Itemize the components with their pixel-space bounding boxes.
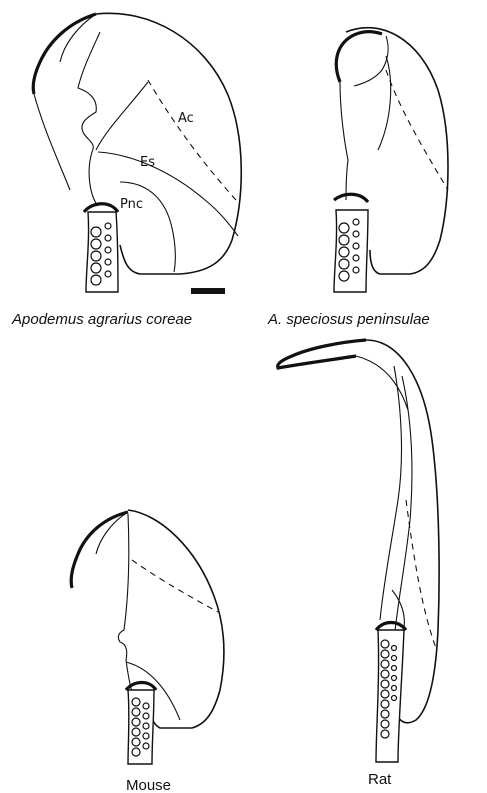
caption-mouse: Mouse xyxy=(126,777,171,793)
agrarius-hook-tip xyxy=(34,94,70,190)
speciosus-acrosome-boundary xyxy=(386,70,448,190)
agrarius-pnc-boundary xyxy=(120,182,175,272)
mouse-midpiece xyxy=(126,683,156,765)
scale-bar xyxy=(191,288,225,294)
agrarius-midpiece xyxy=(84,204,118,292)
agrarius-es-boundary xyxy=(98,152,238,236)
rat-hook-inner xyxy=(356,356,408,410)
caption-a-speciosus: A. speciosus peninsulae xyxy=(267,311,430,328)
mouse-apical-hook xyxy=(71,512,128,588)
rat-midpiece xyxy=(376,623,406,763)
speciosus-midpiece xyxy=(334,194,368,292)
label-es: Es xyxy=(140,155,155,170)
mouse-ventral-outline xyxy=(118,514,132,692)
agrarius-apical-hook xyxy=(33,14,96,94)
agrarius-sperm-head xyxy=(33,13,241,294)
label-pnc: Pnc xyxy=(120,197,143,212)
rat-ventral-outline xyxy=(380,366,401,620)
speciosus-ventral-outline xyxy=(340,82,348,200)
agrarius-inner-boundary xyxy=(96,82,148,150)
speciosus-hook-inner xyxy=(354,36,388,86)
rat-acrosome-boundary xyxy=(406,500,436,648)
speciosus-inner-curve xyxy=(378,56,391,150)
rat-sperm-head xyxy=(278,340,439,723)
mouse-acrosome-boundary xyxy=(132,560,218,612)
rat-apical-hook xyxy=(278,340,366,368)
label-ac: Ac xyxy=(178,111,194,126)
speciosus-apical-hook xyxy=(336,32,382,82)
agrarius-acrosome-boundary xyxy=(148,80,236,200)
caption-rat: Rat xyxy=(368,771,392,788)
agrarius-ventral-outline xyxy=(78,32,100,206)
caption-a-agrarius: Apodemus agrarius coreae xyxy=(11,311,192,328)
